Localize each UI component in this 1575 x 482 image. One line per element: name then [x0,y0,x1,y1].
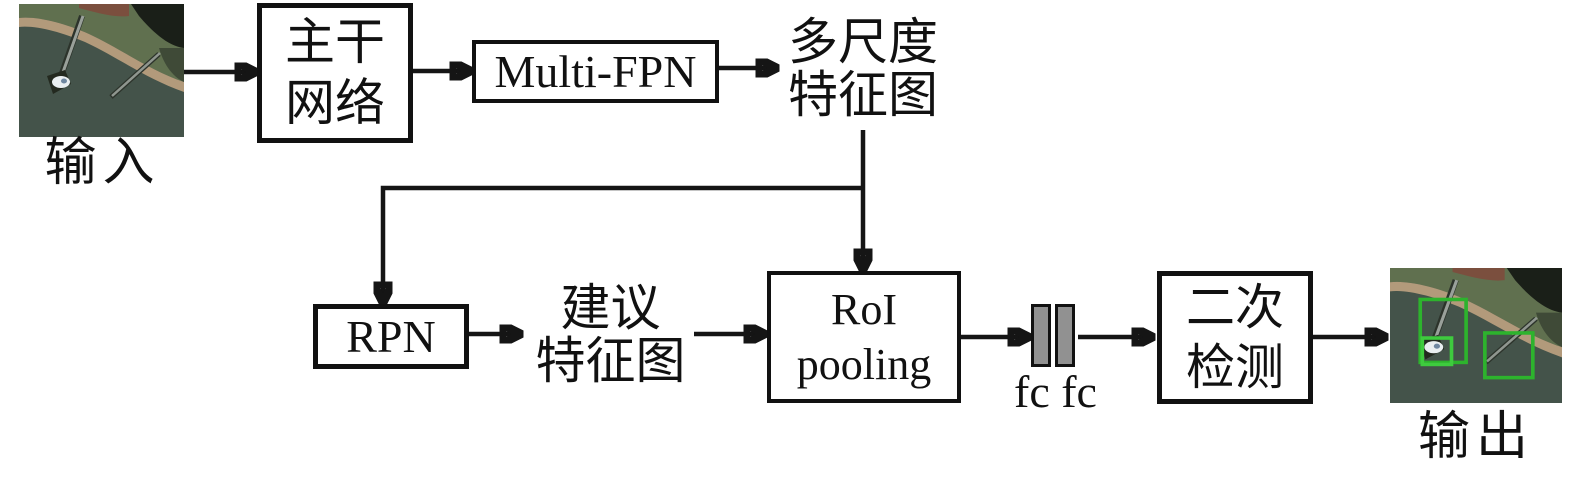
pier-left [60,15,85,76]
roi-pooling-box: RoI pooling [767,271,961,403]
proposal-line2: 特征图 [535,333,686,389]
proposal-feature-text: 建议 特征图 [523,282,698,388]
boat-cabin [61,78,67,84]
input-image [19,4,184,137]
fc-layer-bar-2 [1055,304,1075,367]
backbone-line1: 主干 [285,14,385,70]
secondary-detection-box: 二次 检测 [1157,271,1313,404]
bush [1535,312,1562,348]
multi-fpn-label: Multi-FPN [494,45,697,97]
shore-vegetation [1390,268,1562,348]
backbone-network-box: 主干 网络 [257,3,413,143]
output-image [1390,268,1562,403]
secondary-line2: 检测 [1185,339,1284,395]
backbone-line2: 网络 [285,75,385,131]
input-label: 输入 [44,135,161,192]
roi-line1: RoI [831,285,897,334]
pier-right [111,52,161,97]
multi-fpn-box: Multi-FPN [472,40,719,103]
multiscale-feature-text: 多尺度 特征图 [770,16,956,122]
rpn-box: RPN [313,304,469,369]
output-label: 输出 [1417,409,1534,466]
detection-box-boat [1420,336,1454,367]
detection-box-left-pier [1418,297,1468,365]
fc-layer-bar-1 [1031,304,1051,367]
dark-trees [131,4,184,48]
pier-right [1486,316,1538,363]
dark-trees [1506,268,1562,313]
fc-label: fc fc [1014,366,1097,417]
multiscale-line1: 多尺度 [788,14,938,70]
boat [1424,341,1444,354]
secondary-line1: 二次 [1185,279,1284,335]
dirt-patch [1452,268,1505,281]
beach [19,17,184,92]
pier-left [1433,279,1459,341]
roi-line2: pooling [796,340,932,389]
multiscale-line2: 特征图 [788,67,938,123]
shore-vegetation [19,4,184,82]
boat-cabin [1433,343,1441,349]
proposal-line1: 建议 [560,280,661,336]
bush [159,48,184,82]
beach [1390,281,1562,358]
dirt-patch [79,4,129,17]
rpn-label: RPN [346,310,436,362]
detection-box-right-pier [1483,331,1535,380]
boat [52,76,70,88]
arrow-multiscale-to-rpn [383,185,863,302]
